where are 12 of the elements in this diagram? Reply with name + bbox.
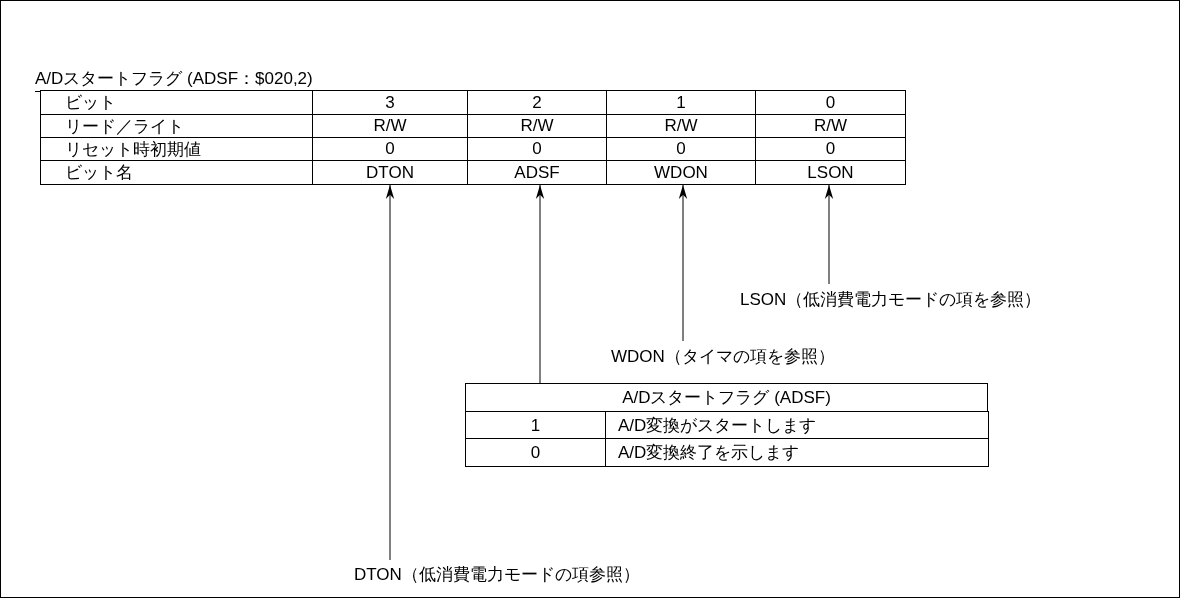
note-text: DTON（低消費電力モードの項参照） (354, 563, 640, 586)
bit-name-cell: LSON (755, 160, 906, 185)
arrow (824, 184, 834, 285)
note-text: WDON（タイマの項を参照） (611, 345, 835, 368)
row-header-cell: ビット名 (40, 160, 313, 185)
description-cell: A/D変換終了を示します (605, 438, 989, 467)
note-text: LSON（低消費電力モードの項を参照） (740, 288, 1042, 311)
arrow (535, 184, 545, 384)
table-cell: 0 (755, 90, 906, 115)
arrow (678, 184, 688, 342)
arrow (385, 184, 395, 561)
row-header-cell: ビット (40, 90, 313, 115)
